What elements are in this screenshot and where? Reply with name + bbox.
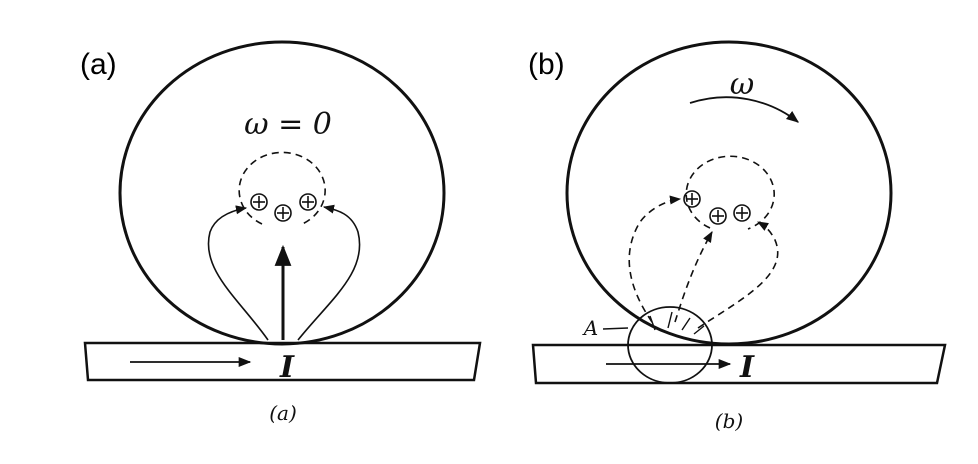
field-line-left	[207, 205, 269, 341]
charge-symbols	[250, 193, 317, 222]
panel-b	[531, 40, 947, 385]
field-line-right	[697, 221, 779, 329]
panel-a-label: (a)	[80, 48, 117, 81]
charge-symbols	[683, 190, 751, 225]
field-line-right	[297, 204, 361, 341]
rotation-arrow	[689, 96, 799, 123]
region-a-label: A	[582, 316, 598, 340]
panel-a	[83, 40, 482, 382]
region-a-leader	[602, 327, 629, 330]
field-line-left	[628, 195, 682, 323]
plate	[531, 343, 947, 385]
omega-zero-label: ω = 0	[244, 107, 332, 142]
panel-b-label: (b)	[528, 48, 565, 81]
plate	[83, 341, 482, 382]
dashed-region	[238, 151, 326, 226]
caption-a: (a)	[269, 401, 297, 425]
omega-label: ω	[730, 67, 754, 102]
dashed-region	[685, 155, 775, 230]
current-label-a: I	[279, 350, 295, 385]
field-line-center	[674, 231, 713, 323]
region-a-circle	[627, 306, 713, 384]
caption-b: (b)	[715, 409, 743, 433]
current-label-b: I	[739, 350, 755, 385]
